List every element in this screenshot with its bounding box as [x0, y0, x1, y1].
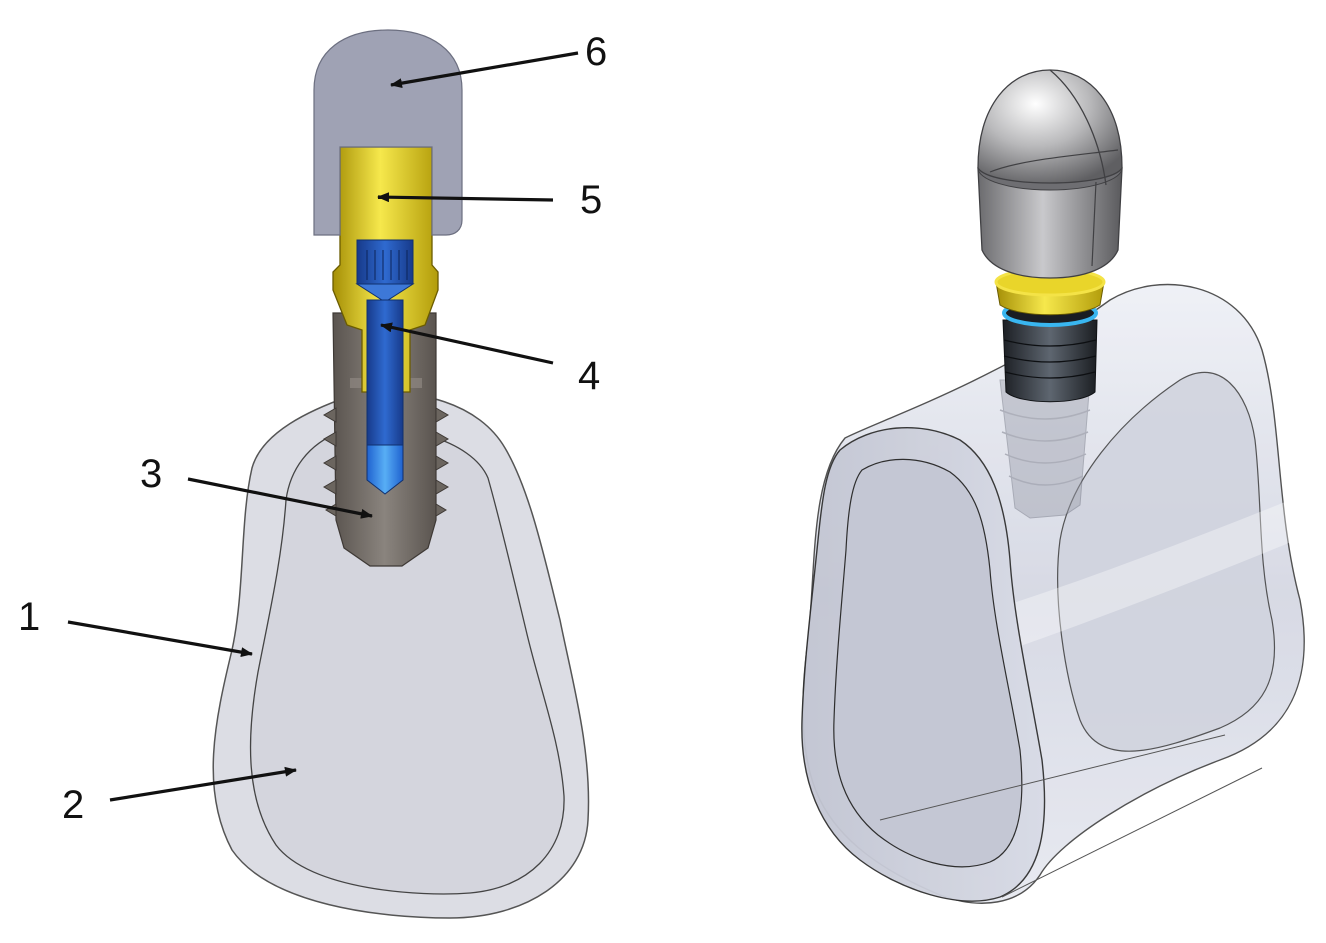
isometric-view — [801, 69, 1305, 904]
callout-label-2: 2 — [62, 783, 84, 827]
crown-3d — [977, 69, 1123, 279]
cross-section-view — [212, 29, 590, 919]
callouts: 6 5 4 3 1 2 — [18, 30, 607, 827]
callout-label-5: 5 — [580, 178, 602, 222]
crown — [313, 29, 463, 236]
callout-arrow-4 — [380, 322, 554, 365]
callout-arrow-6 — [390, 51, 579, 89]
callout-arrow-3 — [187, 477, 373, 519]
callout-arrow-5 — [377, 192, 554, 203]
implant-3d — [999, 379, 1091, 519]
cancellous-bone — [249, 427, 565, 895]
callout-arrow-1 — [67, 620, 253, 658]
callout-arrow-2 — [109, 766, 297, 802]
implant-collar — [1002, 319, 1098, 403]
callout-label-3: 3 — [140, 452, 162, 496]
callout-label-4: 4 — [578, 354, 600, 398]
callout-label-1: 1 — [18, 595, 40, 639]
callout-label-6: 6 — [585, 30, 607, 74]
